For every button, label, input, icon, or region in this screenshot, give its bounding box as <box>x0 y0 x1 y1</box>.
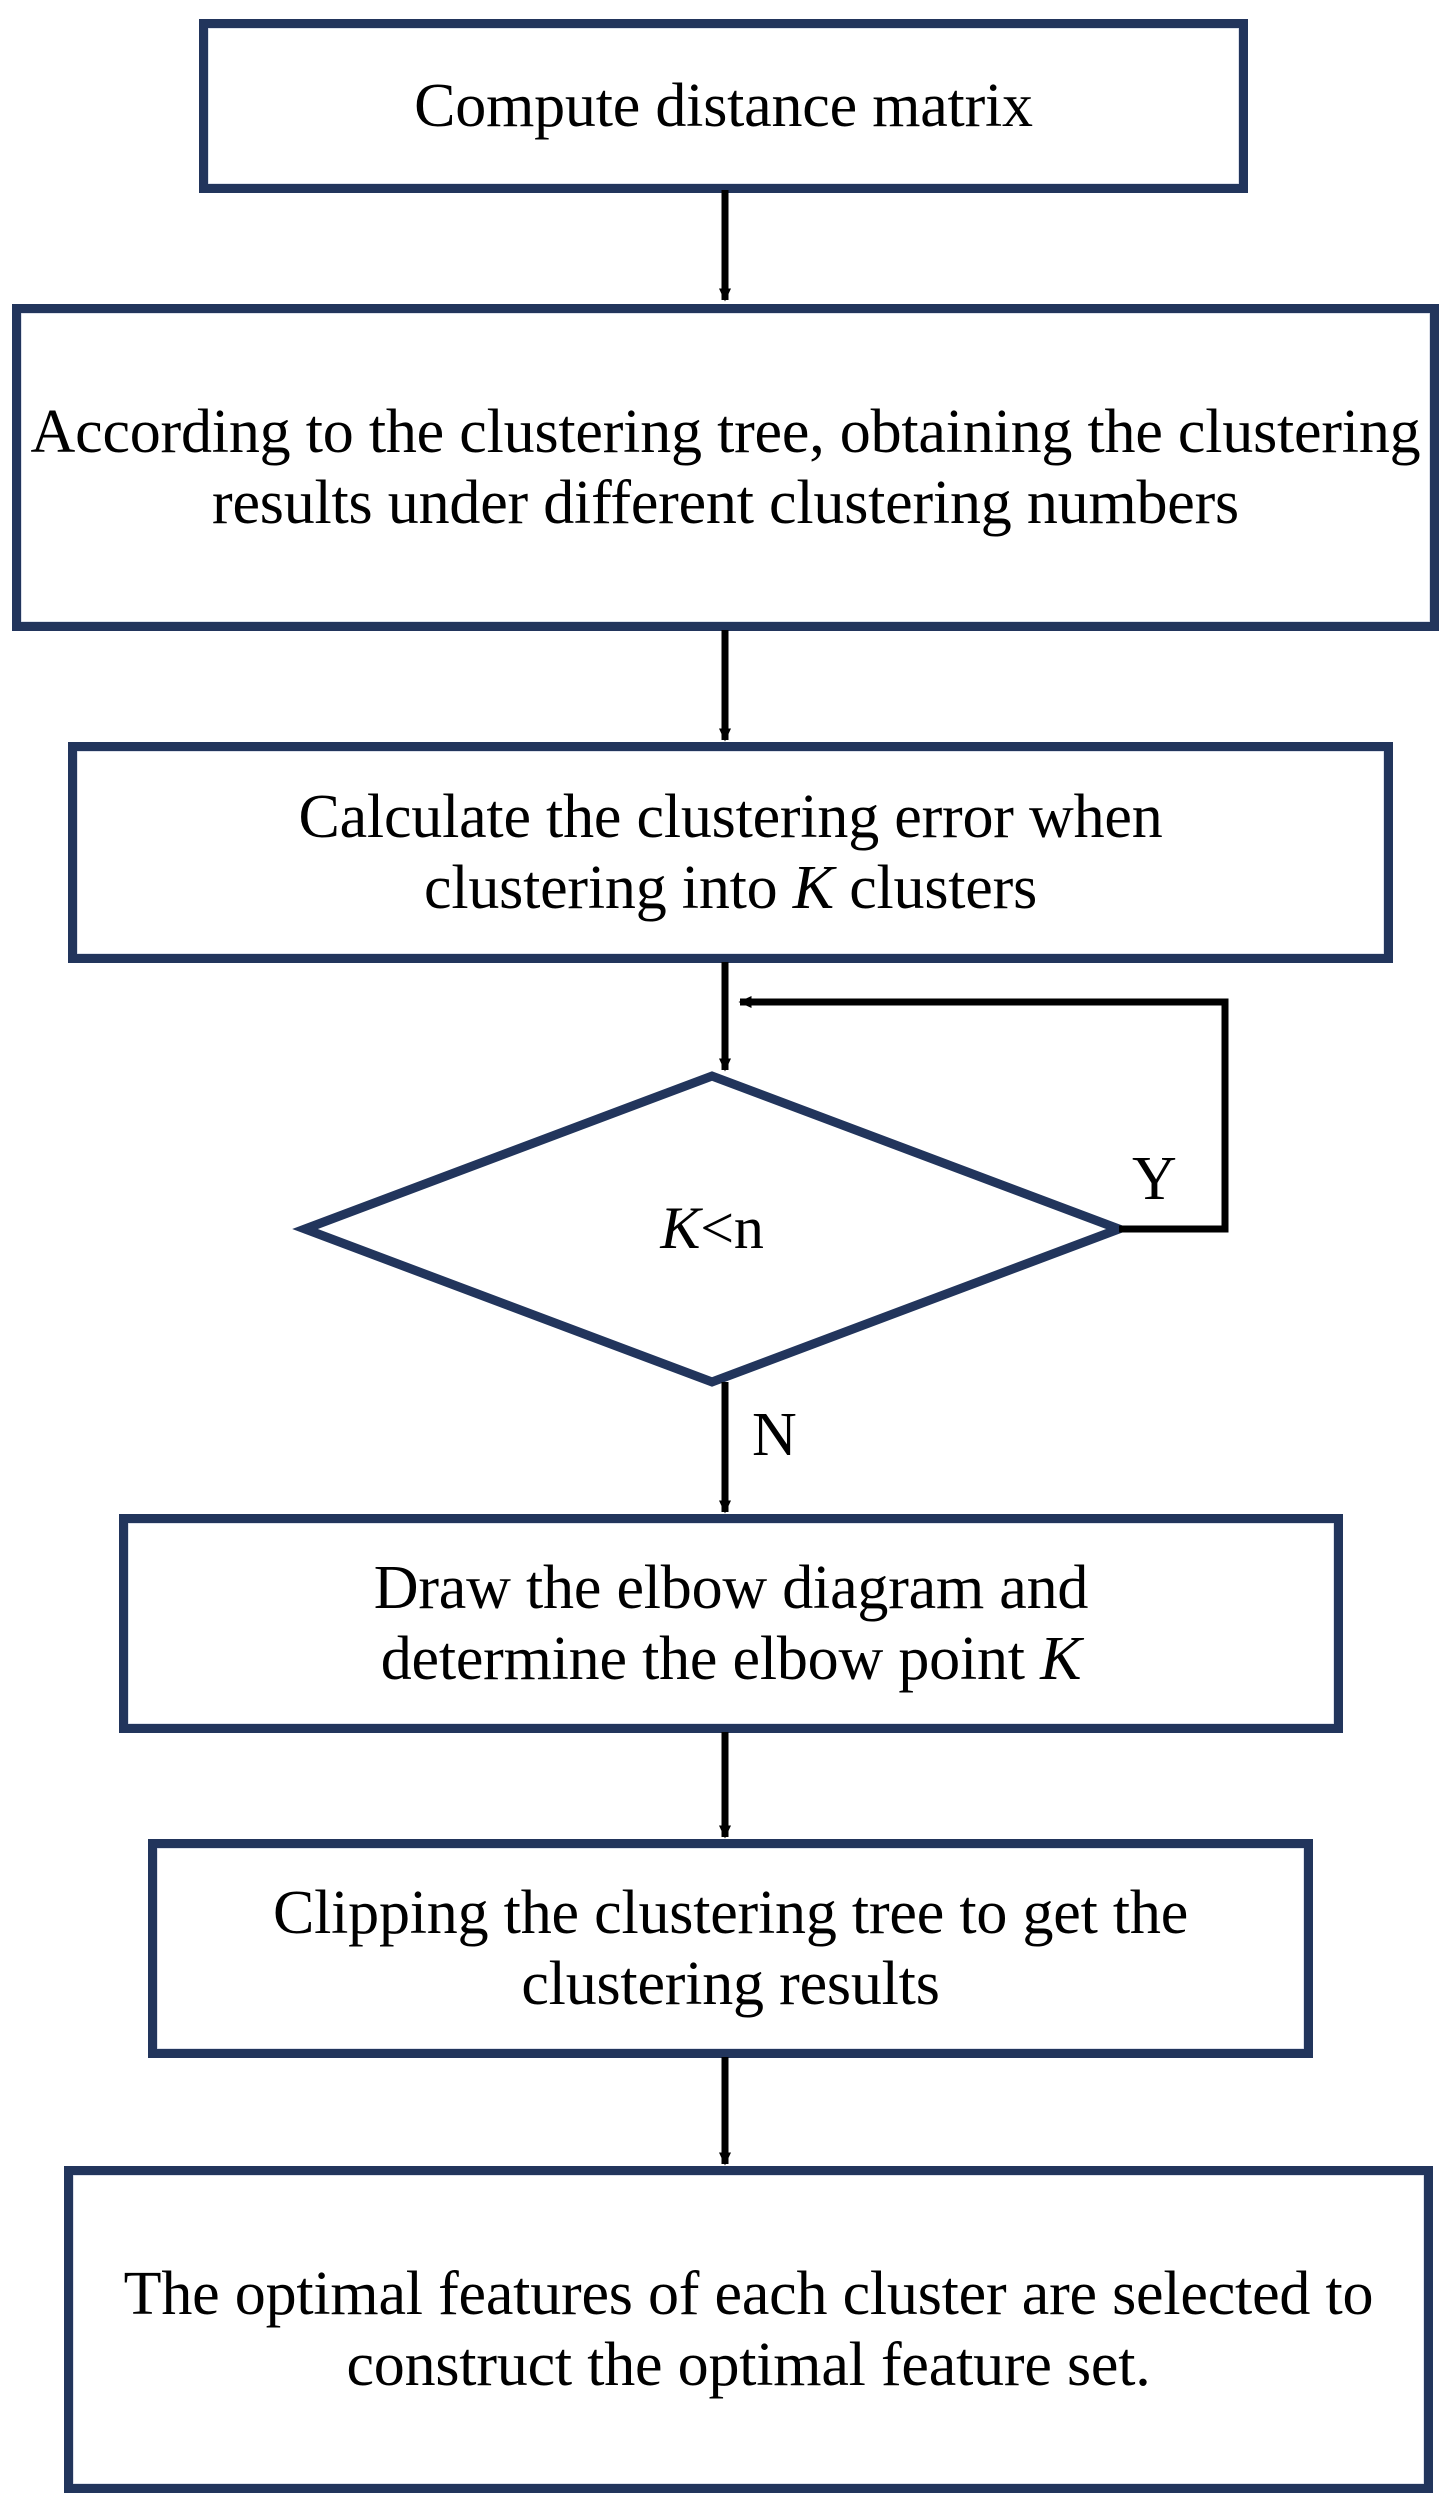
node-obtain-clustering-results[interactable] <box>12 304 1439 631</box>
node-calculate-clustering-error[interactable] <box>68 742 1393 963</box>
node-draw-elbow-diagram[interactable] <box>119 1514 1343 1733</box>
node-clip-clustering-tree[interactable] <box>148 1839 1313 2058</box>
node-k-less-than-n[interactable] <box>292 1071 1132 1387</box>
edge-label-no: N <box>752 1401 797 1469</box>
edge-decision-yes-loop <box>738 996 1229 1233</box>
node-optimal-feature-set[interactable] <box>64 2166 1433 2493</box>
edge-label-yes: Y <box>1132 1145 1177 1213</box>
node-compute-distance-matrix[interactable] <box>199 19 1248 193</box>
